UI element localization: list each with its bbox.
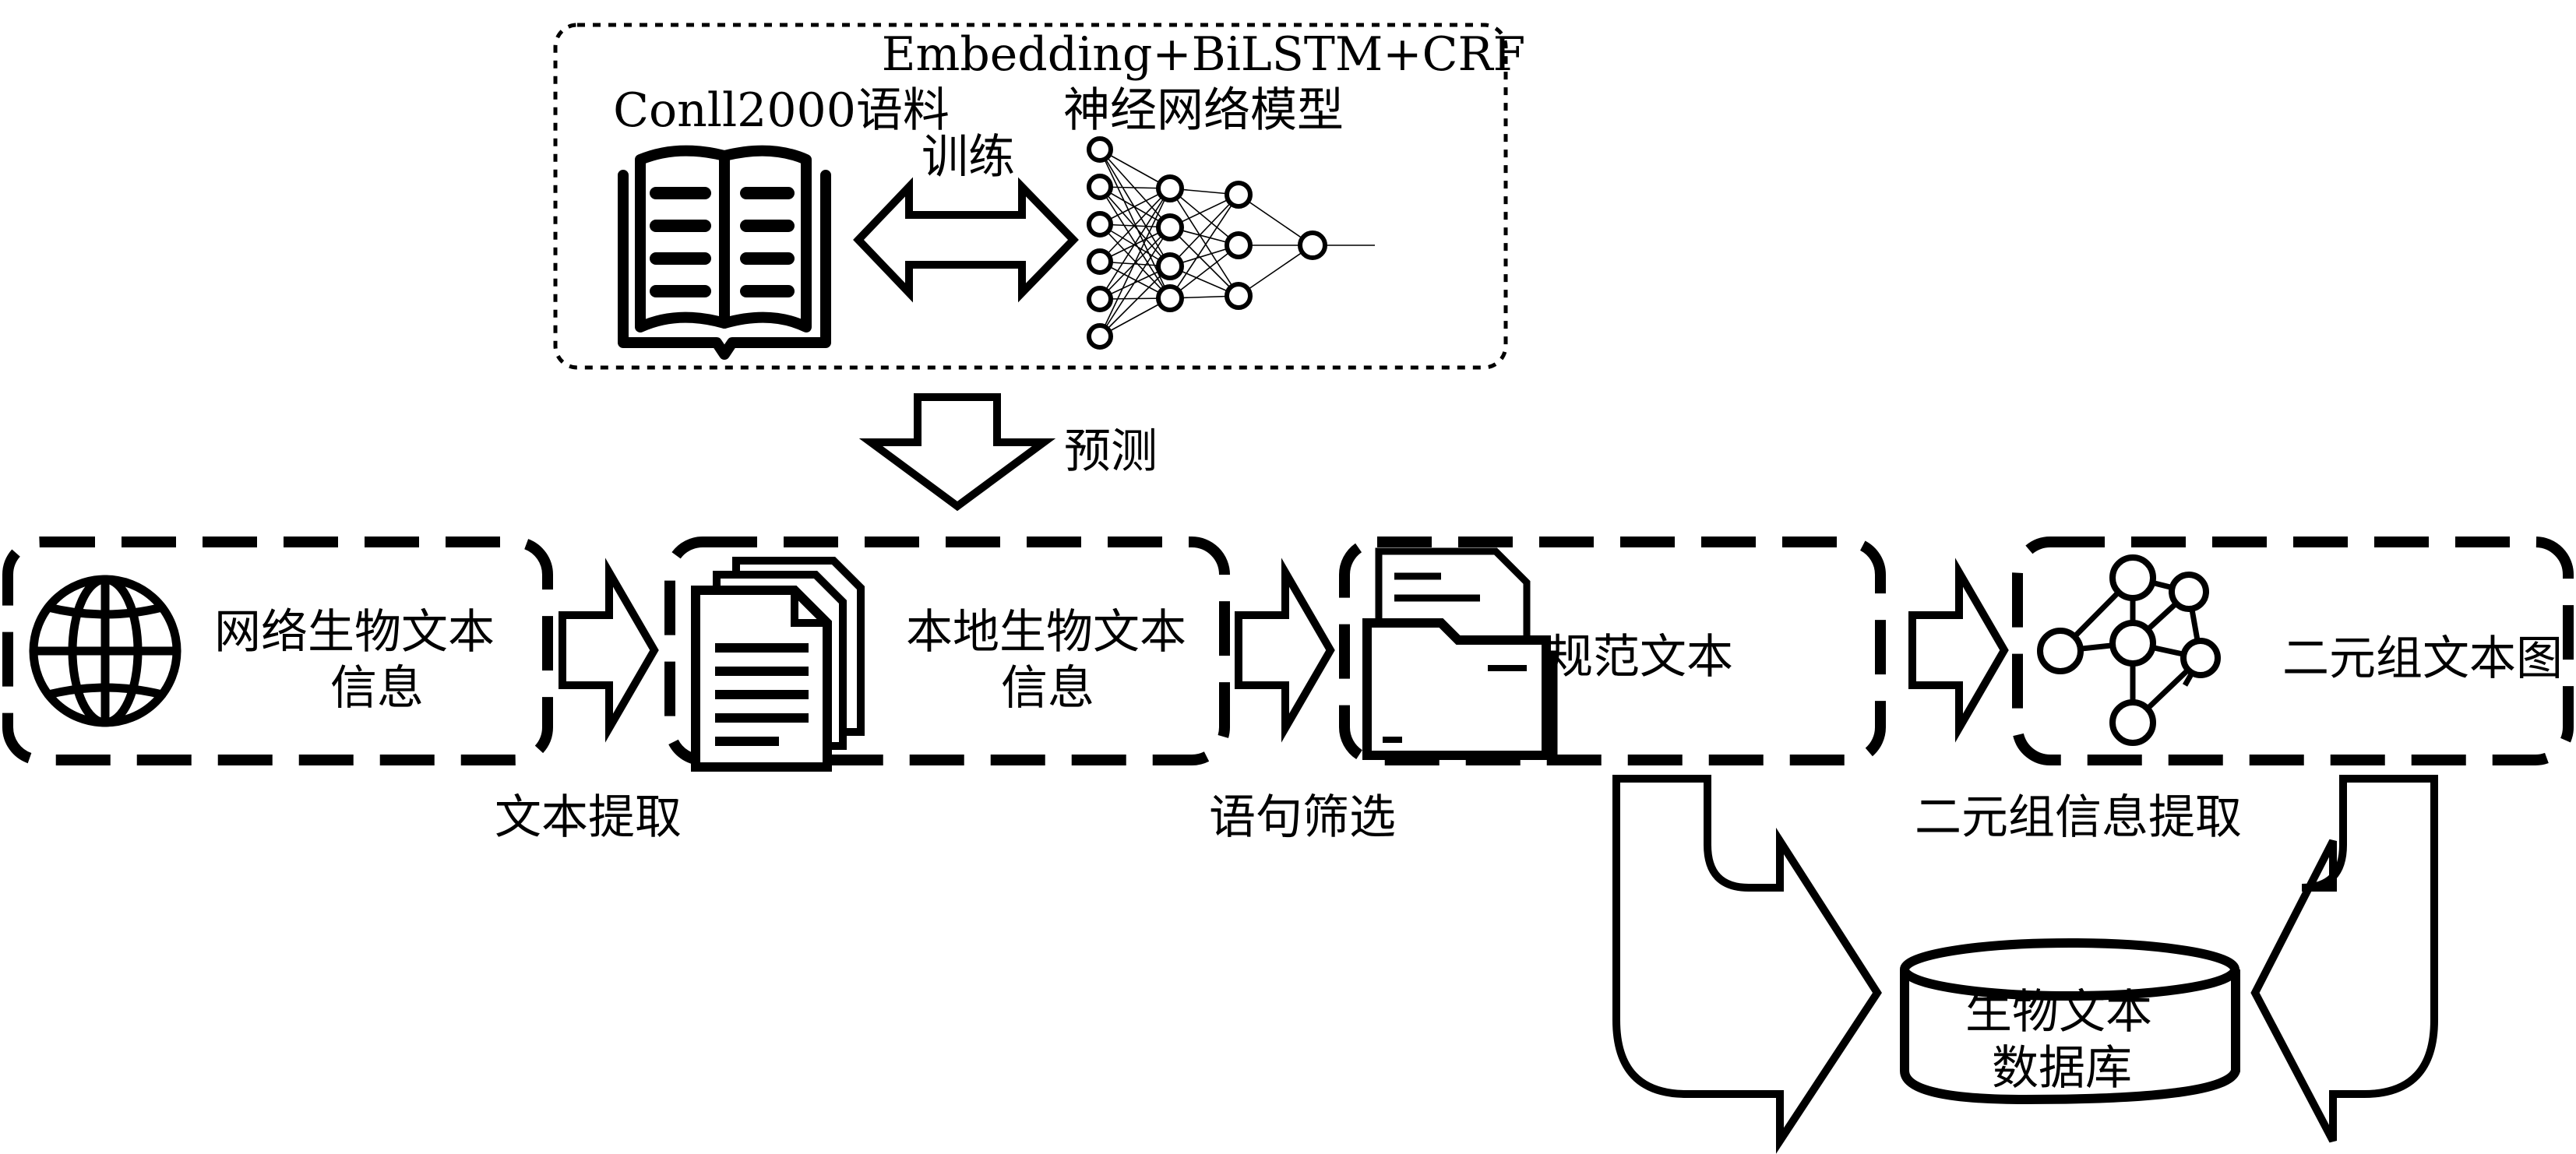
database-cylinder-icon	[1900, 938, 2240, 1105]
flow-arrow-3	[1908, 558, 2009, 743]
stage-box-local	[664, 537, 1230, 765]
model-label-line1: Embedding+BiLSTM+CRF	[882, 27, 1526, 82]
flow-arrow-2	[1235, 558, 1335, 743]
stage-box-normalized	[1339, 537, 1886, 765]
database-label-line1: 生物文本	[1965, 985, 2152, 1040]
predict-label: 预测	[1064, 424, 1158, 479]
training-section: Embedding+BiLSTM+CRF 神经网络模型 Conll2000语料 …	[553, 23, 1526, 370]
predict-down-arrow	[858, 393, 1056, 512]
train-double-arrow	[853, 177, 1079, 303]
training-dotted-box	[553, 23, 1508, 370]
stage-graph-label: 二元组文本图	[2282, 632, 2563, 686]
step-label-tuple-extract: 二元组信息提取	[1915, 790, 2242, 845]
db-curved-arrow-left	[1612, 775, 1882, 1154]
stage-normalized-label: 规范文本	[1546, 630, 1733, 684]
stage-box-graph	[2012, 537, 2574, 765]
neural-network-icon	[1087, 136, 1375, 350]
folder-icon	[1362, 547, 1558, 760]
db-curved-arrow-right	[2250, 775, 2438, 1143]
step-label-text-extract: 文本提取	[495, 790, 682, 845]
corpus-label: Conll2000语料	[613, 83, 950, 138]
stage-web-line1: 网络生物文本	[214, 605, 495, 660]
flow-arrow-1	[559, 558, 659, 743]
step-label-sentence-filter: 语句筛选	[1209, 790, 1396, 845]
stage-box-web	[2, 537, 553, 765]
document-icon	[691, 557, 865, 772]
stage-web-line2: 信息	[330, 661, 424, 716]
model-label-line2: 神经网络模型	[1063, 83, 1344, 138]
stage-local-line2: 信息	[1001, 661, 1094, 716]
stage-local-line1: 本地生物文本	[906, 605, 1186, 660]
globe-icon	[29, 575, 181, 727]
database-label-line2: 数据库	[1992, 1041, 2132, 1096]
train-label: 训练	[922, 130, 1015, 185]
graph-network-icon	[2037, 554, 2221, 746]
open-book-icon	[618, 145, 831, 360]
